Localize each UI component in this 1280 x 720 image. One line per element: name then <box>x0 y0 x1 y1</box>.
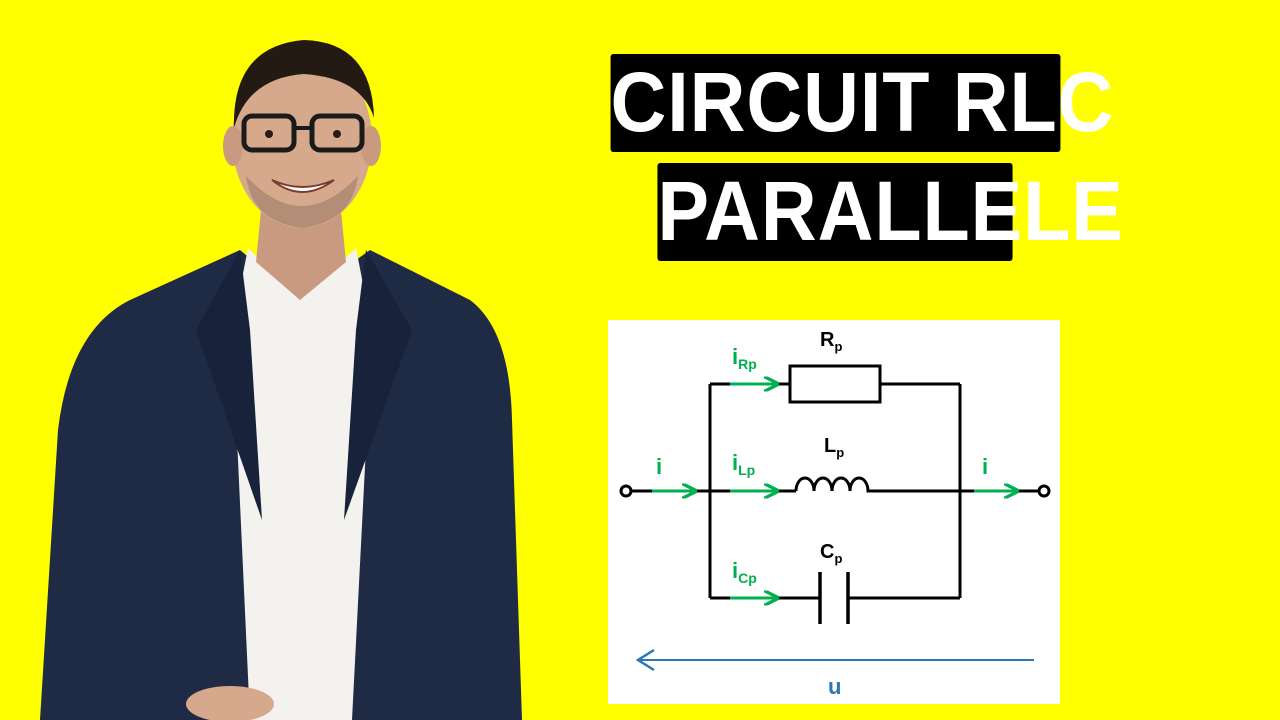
title-line-2: PARALLELE <box>657 163 1123 261</box>
right-lapel <box>344 250 412 520</box>
hair <box>233 40 374 128</box>
resistor-label: Rp <box>820 329 842 354</box>
hand <box>186 686 274 720</box>
input-terminal <box>619 484 633 498</box>
capacitor-label: Cp <box>820 541 842 566</box>
shirt <box>232 248 372 720</box>
neck <box>256 200 346 300</box>
current-c-label: iCp <box>732 558 757 586</box>
circuit-diagram-panel: Rp Lp Cp i i iRp iLp iCp u <box>608 320 1060 704</box>
inductor-symbol <box>794 476 870 493</box>
smile <box>271 179 335 193</box>
beard-shadow <box>246 176 358 228</box>
left-ear <box>223 126 243 166</box>
inductor-label: Lp <box>824 435 844 460</box>
glasses-left-lens <box>241 113 297 153</box>
circuit-diagram: Rp Lp Cp i i iRp iLp iCp u <box>619 329 1051 699</box>
presenter-figure <box>40 40 522 720</box>
voltage-label: u <box>828 674 841 699</box>
voltage-arrow-head <box>635 648 655 672</box>
right-eye <box>333 130 341 138</box>
current-l-label: iLp <box>732 450 755 478</box>
current-in-label: i <box>656 454 662 479</box>
current-r-label: iRp <box>732 344 757 372</box>
left-eye <box>265 130 273 138</box>
resistor-symbol <box>788 364 882 404</box>
left-lapel <box>196 250 262 520</box>
current-out-label: i <box>982 454 988 479</box>
title-line-1: CIRCUIT RLC <box>610 54 1113 152</box>
head <box>232 52 372 228</box>
output-terminal <box>1037 484 1051 498</box>
right-ear <box>361 126 381 166</box>
glasses-right-lens <box>309 113 365 153</box>
